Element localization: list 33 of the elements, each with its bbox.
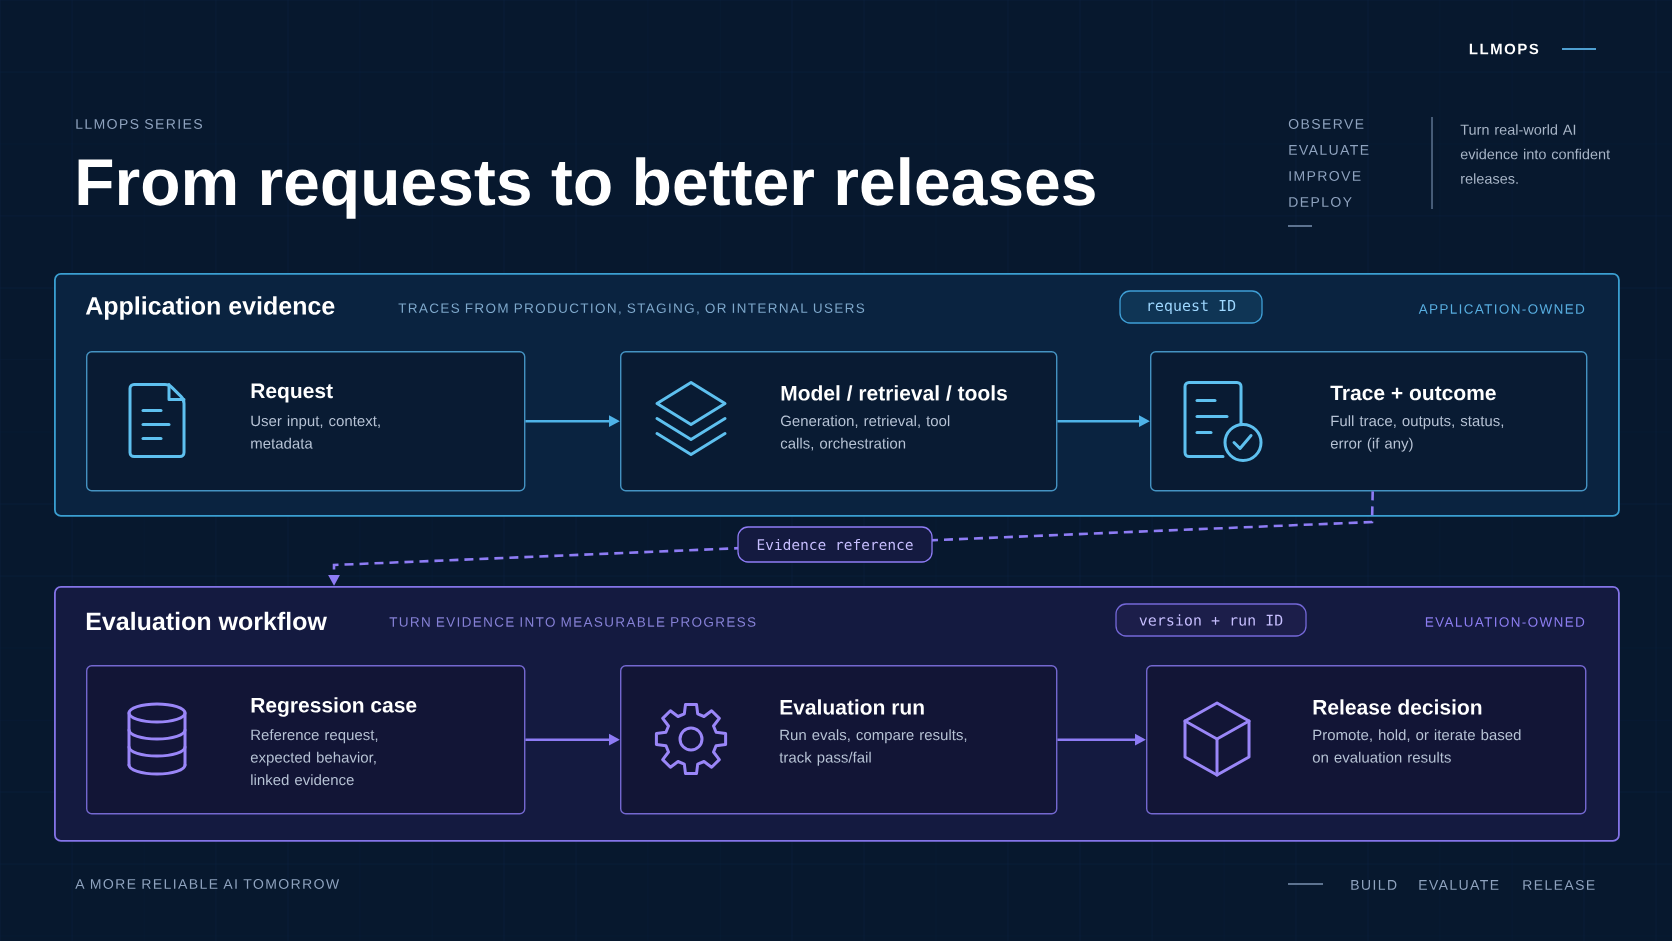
owner-tag: APPLICATION-OWNED [1418,304,1585,314]
caption-text: EVALUATE [1289,145,1369,155]
id-badge: request ID [1119,290,1263,324]
title: From requests to better releases [78,157,1095,219]
caption-text: EVALUATE [1419,880,1499,890]
caption-text: DEPLOY [1289,197,1352,207]
series-name: LLMOPS [1469,43,1539,55]
panel-heading: Application evidence [85,296,335,320]
owner-tag: EVALUATION-OWNED [1425,617,1585,627]
panel-heading: Evaluation workflow [86,611,327,631]
caption-text: A MORE RELIABLE AI TOMORROW [75,879,340,889]
panel-subtitle: TRACES FROM PRODUCTION, STAGING, OR INTERNAL USERS [398,303,865,315]
card-title: Request [251,383,333,403]
card-description: Reference request, expected behavior, linked evidence [250,729,378,786]
caption-text: RELEASE [1523,880,1595,890]
caption-text: BUILD [1351,880,1397,890]
caption-text: LLMOPS SERIES [76,119,202,129]
id-badge: version + run ID [1115,603,1307,637]
card-description: Generation, retrieval, tool calls, orchestration [780,415,950,451]
caption-text: OBSERVE [1288,119,1364,129]
edge-label: Evidence reference [737,526,933,563]
tagline: Turn real-world AI evidence into confident releases. [1460,124,1610,184]
card-title: Regression case [251,697,417,717]
card-description: User input, context, metadata [251,415,380,449]
card-description: Run evals, compare results, track pass/fail [779,729,967,766]
card-description: Promote, hold, or iterate based on evaluation results [1312,729,1521,763]
card-description: Full trace, outputs, status, error (if any) [1330,415,1504,452]
card-title: Evaluation run [780,699,924,715]
caption-text: IMPROVE [1289,171,1361,181]
card-title: Trace + outcome [1330,385,1496,401]
card-title: Release decision [1313,699,1482,715]
card-title: Model / retrieval / tools [781,385,1007,401]
panel-subtitle: TURN EVIDENCE INTO MEASURABLE PROGRESS [389,617,756,627]
